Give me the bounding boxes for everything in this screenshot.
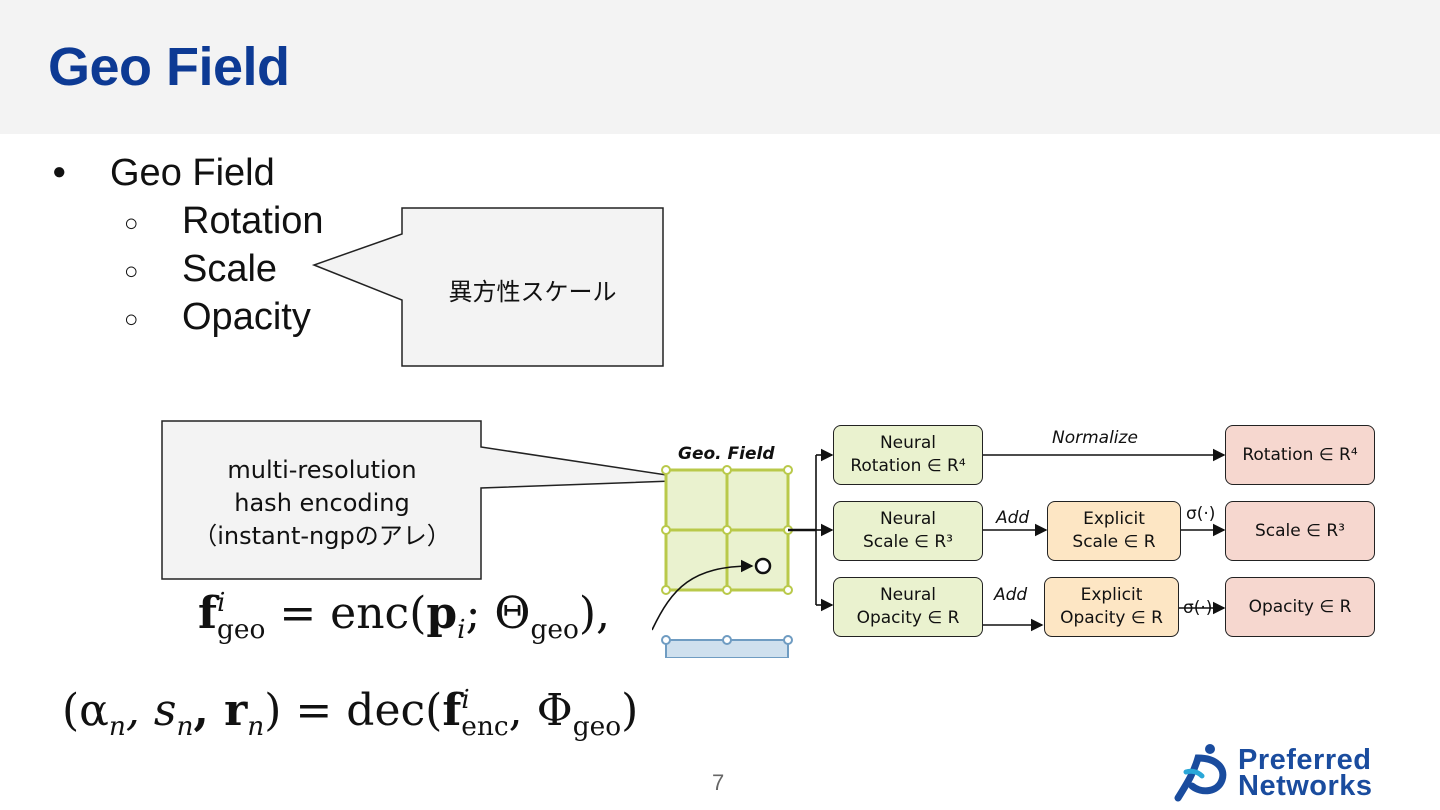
node-line: Opacity ∈ R <box>1060 608 1163 628</box>
logo-line-1: Preferred <box>1238 744 1372 776</box>
node-line: Explicit <box>1080 585 1143 606</box>
formula-end: ) <box>621 685 639 736</box>
encoding-line-3: （instant-ngpのアレ） <box>193 522 451 550</box>
page-number: 7 <box>712 770 725 795</box>
node-line: Opacity ∈ R <box>856 608 960 628</box>
sub-bullet-scale: Scale <box>182 248 278 290</box>
encoding-line-2: hash encoding <box>234 489 410 517</box>
bullet-marker: ● <box>52 158 67 185</box>
node-line: Scale ∈ R <box>1072 532 1156 552</box>
label-normalize: Normalize <box>1052 428 1138 448</box>
sub-bullet-marker: ○ <box>124 306 139 333</box>
preferred-networks-logo: Preferred Networks <box>1172 742 1422 802</box>
encoding-line-1: multi-resolution <box>227 456 417 484</box>
query-point <box>754 557 772 575</box>
anisotropic-callout-text: 異方性スケール <box>448 278 617 306</box>
formula-n: n <box>108 710 126 742</box>
label-sigma: σ(·) <box>1183 598 1213 618</box>
node-line: Scale ∈ R³ <box>863 532 953 552</box>
node-line: Neural <box>879 585 937 606</box>
formula-n: n <box>247 710 265 742</box>
formula-p-sub: i <box>457 613 466 645</box>
formula-sup: i <box>216 587 226 619</box>
anisotropic-callout-box <box>311 207 664 367</box>
formula-enc: = enc( <box>265 588 427 639</box>
formula-f: f <box>198 588 217 639</box>
formula-sub: geo <box>216 613 266 645</box>
formula-sub: enc <box>461 710 509 742</box>
node-out-rotation: Rotation ∈ R⁴ <box>1225 425 1375 485</box>
node-out-opacity: Opacity ∈ R <box>1225 577 1375 637</box>
sub-bullet-marker: ○ <box>124 210 139 237</box>
geo-field-label: Geo. Field <box>678 444 775 464</box>
formula-r: , r <box>193 685 248 736</box>
formula-p: p <box>426 588 458 639</box>
sub-bullet-rotation: Rotation <box>182 200 324 242</box>
label-add: Add <box>994 585 1028 605</box>
formula-n: n <box>176 710 194 742</box>
logo-line-2: Networks <box>1238 770 1373 802</box>
node-line: Explicit <box>1083 509 1145 530</box>
sub-bullet-opacity: Opacity <box>182 296 311 338</box>
node-line: Rotation ∈ R⁴ <box>850 456 966 476</box>
formula-phi: , Φ <box>508 685 573 736</box>
slide-title: Geo Field <box>48 37 290 97</box>
formula-sup: i <box>461 684 470 716</box>
label-add: Add <box>996 508 1030 528</box>
node-line: Neural <box>879 433 937 454</box>
formula-alpha: (α <box>62 685 109 736</box>
node-line: Neural <box>879 509 937 530</box>
formula-s: , s <box>125 685 177 736</box>
sub-bullet-marker: ○ <box>124 258 139 285</box>
encoding-callout-box <box>161 420 701 580</box>
formula-theta: ; Θ <box>465 588 531 639</box>
encoding-callout-text: multi-resolution hash encoding （instant-… <box>162 454 482 553</box>
slide-header <box>0 0 1440 134</box>
formula-phi-sub: geo <box>572 710 622 742</box>
formula-end: ), <box>578 588 611 639</box>
formula-dec: ) = dec( <box>264 685 443 736</box>
diagram-edges <box>652 448 1226 658</box>
node-out-scale: Scale ∈ R³ <box>1225 501 1375 561</box>
formula-theta-sub: geo <box>530 613 579 645</box>
formula-f: f <box>442 685 462 736</box>
label-sigma: σ(·) <box>1186 504 1216 524</box>
pfn-logo-icon <box>1174 744 1227 802</box>
bullet-geo-field: Geo Field <box>110 152 275 194</box>
